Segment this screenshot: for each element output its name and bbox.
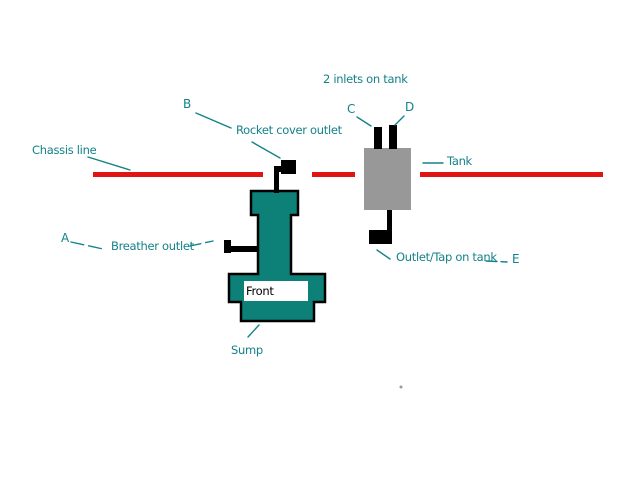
rocket-cover-outlet-label: Rocket cover outlet <box>236 123 342 137</box>
rocket-cover-outlet-pipe-vertical <box>274 166 279 193</box>
breather-dash-leader <box>189 240 214 247</box>
chassis-line-leader <box>87 156 131 171</box>
b-label: B <box>183 97 192 111</box>
rocket-cover-outlet-pipe-cap <box>281 160 296 174</box>
two-inlets-label: 2 inlets on tank <box>323 72 408 86</box>
sump-shape <box>227 189 327 323</box>
tank-outlet-pipe-vertical <box>387 210 392 232</box>
rocket-cover-outlet-leader <box>251 141 281 159</box>
inlet-pipe-d <box>389 125 397 149</box>
a-label: A <box>61 231 70 245</box>
sump-label: Sump <box>231 343 263 357</box>
outlet-tap-leader <box>376 249 391 260</box>
tank-outlet-pipe-foot <box>369 230 392 244</box>
inlet-pipe-c <box>374 127 382 149</box>
sump-leader <box>247 324 260 338</box>
a-dash-leader <box>70 241 104 250</box>
d-label: D <box>405 100 415 114</box>
tank-rect <box>364 148 411 210</box>
breather-outlet-pipe-bar <box>224 246 258 252</box>
chassis-line-label: Chassis line <box>32 143 97 157</box>
e-label: E <box>512 252 520 266</box>
front-label: Front <box>246 284 274 298</box>
b-leader <box>195 112 232 129</box>
c-leader <box>356 116 372 127</box>
breather-outlet-label: Breather outlet <box>111 239 194 253</box>
chassis-line-left-segment <box>93 172 263 177</box>
front-plate: Front <box>244 281 308 301</box>
chassis-line-middle-segment <box>312 172 355 177</box>
rocket-cover-outlet-pipe-elbow <box>274 166 284 172</box>
chassis-line-right-segment <box>420 172 603 177</box>
e-dash-leader <box>485 260 508 263</box>
outlet-tap-label: Outlet/Tap on tank <box>396 250 497 264</box>
c-label: C <box>347 102 356 116</box>
stray-dot <box>399 385 403 389</box>
tank-label: Tank <box>447 154 472 168</box>
d-leader <box>394 115 405 126</box>
